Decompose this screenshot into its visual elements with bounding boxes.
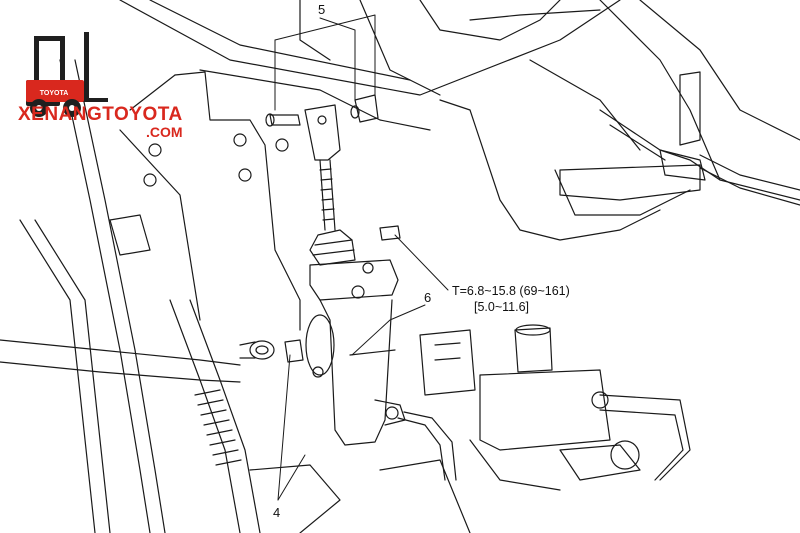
hose-ribbing [194, 389, 242, 466]
callout-6: 6 [424, 290, 432, 305]
frame-lower [249, 459, 471, 533]
callout-5: 5 [318, 2, 326, 17]
mounting-bracket [109, 71, 301, 331]
valve-block [419, 324, 691, 491]
forklift-icon: TOYOTA [26, 32, 108, 117]
torque-line-2: [5.0~11.6] [474, 300, 530, 314]
rubber-boot [309, 229, 356, 266]
push-rod-clevis [265, 94, 379, 231]
rod-threads [319, 168, 335, 221]
hose-clamp [239, 339, 304, 363]
callout-4: 4 [273, 505, 281, 520]
torque-line-1: T=6.8~15.8 (69~161) [452, 284, 570, 298]
pedal-assembly [554, 71, 800, 216]
logo-brand-text: XENANGTOYOTA [18, 104, 183, 125]
logo-sub-text: .COM [146, 124, 183, 140]
master-cylinder [305, 259, 457, 481]
callout-leaders [274, 14, 449, 501]
forklift-badge: TOYOTA [40, 90, 69, 97]
torque-spec: T=6.8~15.8 (69~161) [5.0~11.6] [452, 283, 570, 315]
nut-icon [379, 225, 401, 241]
frame-structure [119, 0, 800, 241]
left-cables [0, 59, 261, 533]
